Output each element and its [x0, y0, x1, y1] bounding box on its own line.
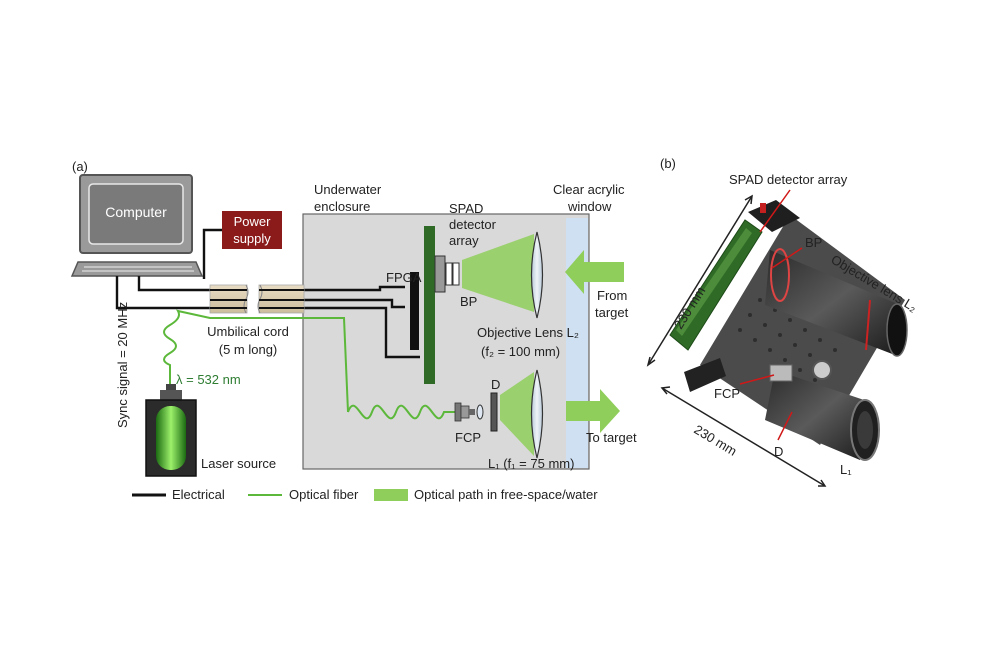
bp-filter-2	[452, 262, 460, 286]
photo-bp-label: BP	[805, 235, 822, 250]
umbilical-label-1: Umbilical cord	[207, 324, 289, 339]
legend-fiber-label: Optical fiber	[289, 487, 359, 502]
device-photo	[669, 200, 908, 461]
photo-dim-bottom: 230 mm	[691, 422, 739, 459]
receive-beam	[462, 234, 534, 312]
transmit-beam	[500, 372, 534, 456]
umbilical-label-2: (5 m long)	[219, 342, 278, 357]
spad-label-1: SPAD	[449, 201, 483, 216]
fpga-chip	[410, 272, 419, 350]
collimator-lens	[476, 404, 484, 420]
acrylic-window	[566, 218, 588, 468]
d-aperture	[490, 392, 498, 432]
from-target-arrow	[565, 250, 624, 294]
dimension-lines	[646, 194, 827, 487]
objective-lens	[530, 231, 544, 319]
wavelength-label: λ = 532 nm	[176, 372, 241, 387]
spad-detector	[434, 255, 446, 293]
enclosure-label-1: Underwater	[314, 182, 382, 197]
to-target-label: To target	[586, 430, 637, 445]
laser-source-label: Laser source	[201, 456, 276, 471]
power-supply-box	[222, 211, 282, 249]
bp-filter	[445, 262, 453, 286]
pointer-lines	[739, 189, 803, 441]
panel-a-label: (a)	[72, 159, 88, 174]
window-label-2: window	[567, 199, 612, 214]
legend-path-label: Optical path in free-space/water	[414, 487, 598, 502]
photo-l1-label: L₁	[840, 462, 852, 477]
computer-icon	[70, 174, 204, 277]
power-supply-label-2: supply	[233, 231, 271, 246]
d-label: D	[491, 377, 500, 392]
from-target-label-1: From	[597, 288, 627, 303]
bp-label: BP	[460, 294, 477, 309]
objective-lens-label: Objective Lens L₂	[477, 325, 579, 340]
power-supply-label-1: Power	[234, 214, 272, 229]
l1-label: L₁ (f₁ = 75 mm)	[488, 456, 574, 471]
legend-path-swatch	[374, 489, 408, 501]
photo-d-label: D	[774, 444, 783, 459]
objective-focal-label: (f₂ = 100 mm)	[481, 344, 560, 359]
panel-b-label: (b)	[660, 156, 676, 171]
from-target-label-2: target	[595, 305, 629, 320]
computer-label: Computer	[105, 204, 167, 220]
spad-label-2: detector	[449, 217, 497, 232]
electrical-wires	[115, 228, 420, 359]
spad-label-3: array	[449, 233, 479, 248]
fpga-label: FPGA	[386, 270, 422, 285]
fcp-label: FCP	[455, 430, 481, 445]
optical-fiber-path	[163, 309, 349, 413]
window-label-1: Clear acrylic	[553, 182, 625, 197]
photo-fcp-label: FCP	[714, 386, 740, 401]
photo-spad-label: SPAD detector array	[729, 172, 848, 187]
circuit-board	[424, 226, 435, 384]
laser-source-icon	[145, 384, 197, 477]
umbilical-cord	[209, 284, 305, 314]
optical-fiber-coil	[347, 404, 456, 420]
legend-electrical-label: Electrical	[172, 487, 225, 502]
to-target-arrow	[566, 389, 620, 433]
fcp-icon	[454, 402, 475, 422]
enclosure-label-2: enclosure	[314, 199, 370, 214]
lens-l1	[530, 369, 544, 459]
sync-signal-label: Sync signal = 20 MHz	[115, 302, 130, 428]
